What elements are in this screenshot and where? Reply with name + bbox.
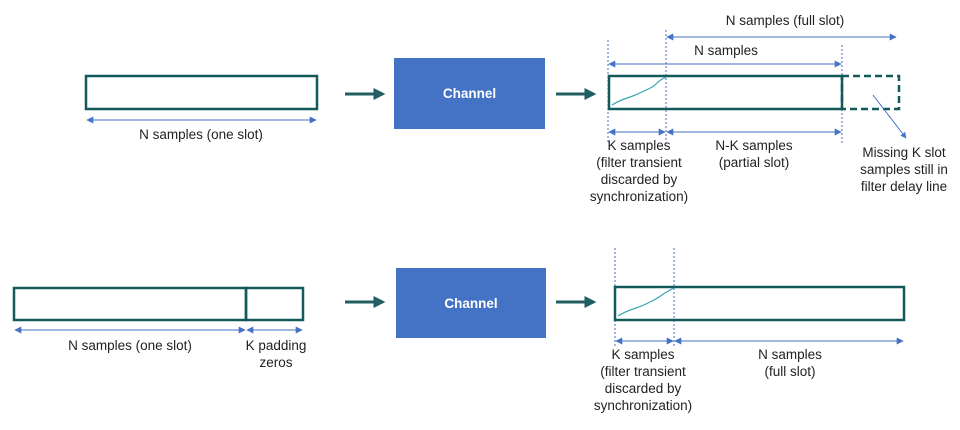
bottom-k-samples-line-2: (filter transient <box>600 364 686 379</box>
top-n-samples-label: N samples <box>694 43 758 58</box>
top-k-samples-line-2: (filter transient <box>596 155 682 170</box>
top-nk-samples-label: N-K samples (partial slot) <box>694 137 814 171</box>
top-full-slot-label: N samples (full slot) <box>725 13 845 28</box>
bottom-input-label: N samples (one slot) <box>68 338 192 353</box>
bottom-channel-label: Channel <box>444 295 498 311</box>
bottom-channel-box <box>396 268 546 338</box>
top-missing-line-3: filter delay line <box>860 179 948 194</box>
top-missing-line-1: Missing K slot <box>862 145 946 160</box>
top-missing-samples-box <box>840 74 901 111</box>
top-nk-samples-line-2: (partial slot) <box>718 155 790 170</box>
bottom-k-samples-label: K samples (filter transient discarded by… <box>578 346 708 414</box>
bottom-k-samples-line-3: discarded by <box>604 381 682 396</box>
top-missing-label: Missing K slot samples still in filter d… <box>850 144 958 195</box>
top-nk-samples-line-1: N-K samples <box>715 138 793 153</box>
bottom-transient-curve <box>617 287 675 317</box>
bottom-n-samples-label: N samples (full slot) <box>735 346 845 380</box>
bottom-padding-line-2: zeros <box>259 355 293 370</box>
top-channel-label: Channel <box>442 86 497 101</box>
bottom-input-slot-box <box>12 286 248 322</box>
bottom-n-samples-line-2: (full slot) <box>764 364 816 379</box>
top-k-samples-line-1: K samples <box>607 138 671 153</box>
top-input-label: N samples (one slot) <box>139 127 263 142</box>
bottom-n-samples-line-1: N samples <box>758 347 822 362</box>
bottom-k-samples-line-4: synchronization) <box>593 398 693 413</box>
top-received-slot-box <box>607 74 844 111</box>
top-k-samples-line-4: synchronization) <box>589 189 689 204</box>
bottom-padding-box <box>244 286 305 322</box>
bottom-padding-line-1: K padding <box>245 338 307 353</box>
top-channel-box <box>394 58 545 129</box>
top-k-samples-label: K samples (filter transient discarded by… <box>574 137 704 205</box>
bottom-received-slot-box <box>613 285 906 322</box>
top-missing-pointer-arrow <box>872 94 907 139</box>
top-input-slot-box <box>84 74 319 111</box>
bottom-padding-label: K padding zeros <box>236 337 316 371</box>
top-transient-curve <box>611 76 667 106</box>
top-k-samples-line-3: discarded by <box>600 172 678 187</box>
bottom-k-samples-line-1: K samples <box>611 347 675 362</box>
top-missing-line-2: samples still in <box>860 162 948 177</box>
